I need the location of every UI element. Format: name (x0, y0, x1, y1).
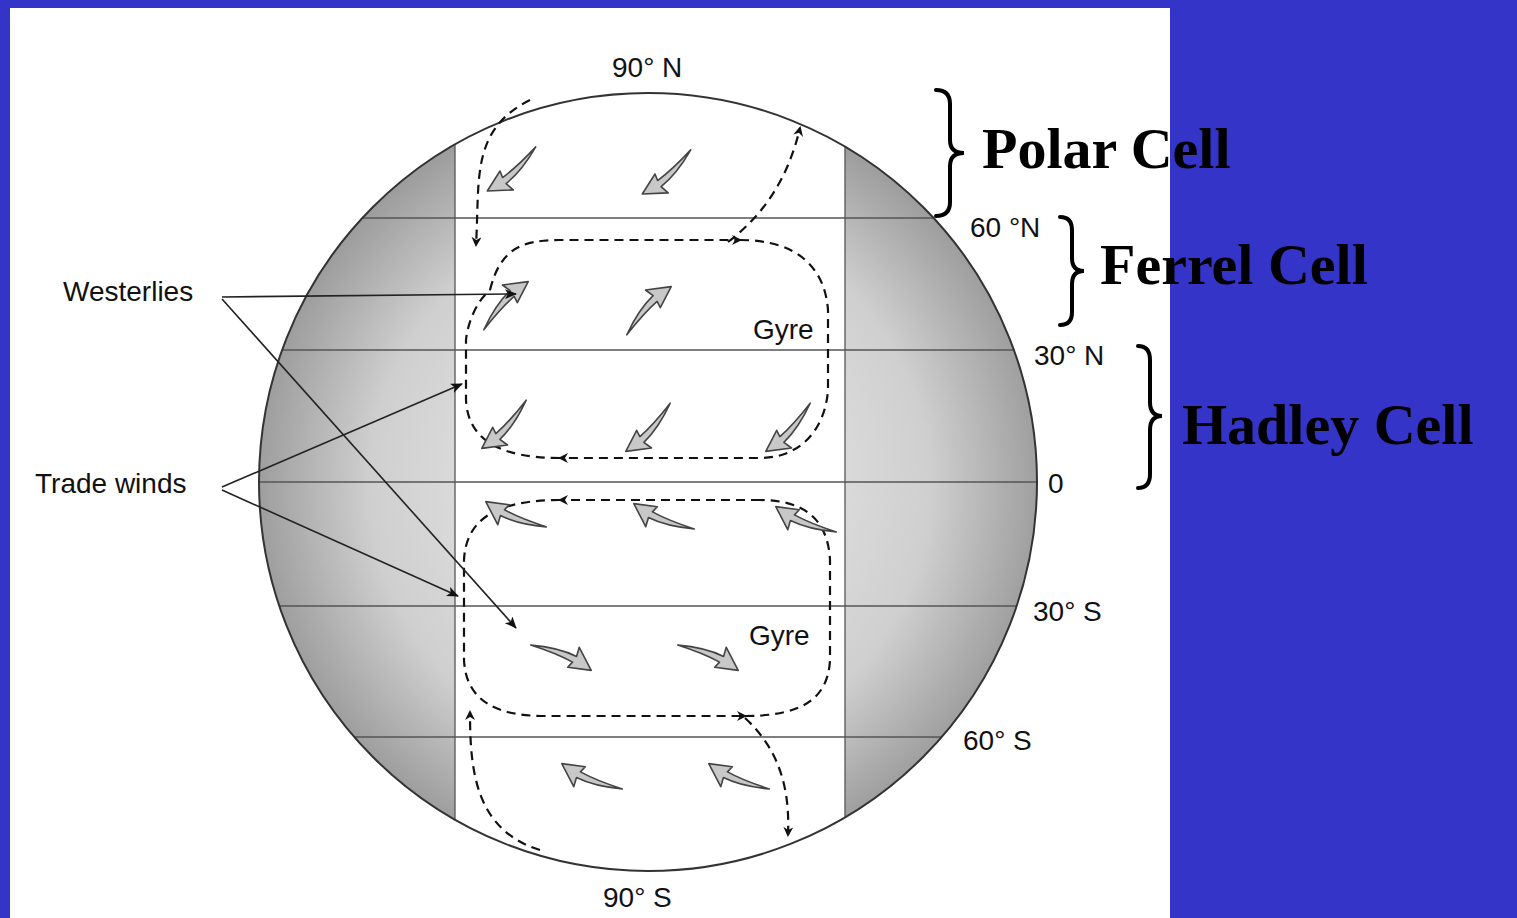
rect-shape (455, 80, 845, 880)
latitude-label: 90° N (612, 54, 682, 82)
use-shape (612, 277, 679, 335)
latitude-label: 0 (1048, 470, 1064, 498)
globe (250, 80, 1050, 880)
use-shape (469, 272, 536, 330)
use-shape (480, 147, 548, 202)
use-shape (627, 492, 694, 550)
latitude-label: 60 °N (970, 214, 1040, 242)
cell-name: Ferrel Cell (1100, 236, 1368, 294)
gyre-label: Gyre (750, 316, 817, 344)
line-shape (250, 217, 1050, 218)
path-shape (470, 712, 540, 850)
use-shape (702, 752, 769, 810)
latitude-label: 30° S (1033, 598, 1102, 626)
latitude-label: 60° S (963, 727, 1032, 755)
line-shape (222, 384, 462, 487)
line-shape (222, 299, 516, 628)
leader-lines (222, 294, 516, 628)
use-shape (479, 490, 546, 548)
line-shape (844, 80, 845, 880)
path-shape (1138, 346, 1162, 488)
line-shape (454, 80, 455, 880)
path-shape (936, 90, 964, 216)
path-shape (1060, 217, 1084, 325)
cell-name: Hadley Cell (1182, 396, 1474, 454)
line-shape (250, 481, 1050, 482)
use-shape (635, 150, 703, 205)
use-shape (678, 624, 745, 682)
wind-label: Trade winds (35, 470, 186, 498)
globe-outline (259, 93, 1037, 871)
line-shape (222, 490, 458, 596)
latitude-label: 30° N (1034, 342, 1104, 370)
line-shape (222, 294, 516, 297)
path-shape (466, 290, 560, 458)
use-shape (758, 403, 825, 461)
line-shape (250, 605, 1050, 606)
path-shape (745, 500, 830, 716)
cell-name: Polar Cell (982, 120, 1231, 178)
use-shape (769, 495, 836, 553)
latitude-label: 90° S (603, 884, 672, 912)
wind-arrows (469, 147, 836, 810)
circulation-paths (464, 100, 830, 850)
path-shape (745, 718, 788, 835)
path-shape (476, 100, 530, 245)
path-shape (560, 499, 760, 501)
path-shape (728, 128, 800, 242)
path-shape (560, 240, 828, 458)
line-shape (250, 736, 1050, 737)
path-shape (464, 500, 745, 716)
g-shape (250, 80, 1050, 880)
use-shape (474, 400, 541, 458)
gyre-label: Gyre (746, 622, 813, 650)
use-shape (555, 752, 622, 810)
line-shape (250, 349, 1050, 350)
wind-label: Westerlies (63, 278, 193, 306)
use-shape (531, 624, 598, 682)
use-shape (618, 403, 685, 461)
